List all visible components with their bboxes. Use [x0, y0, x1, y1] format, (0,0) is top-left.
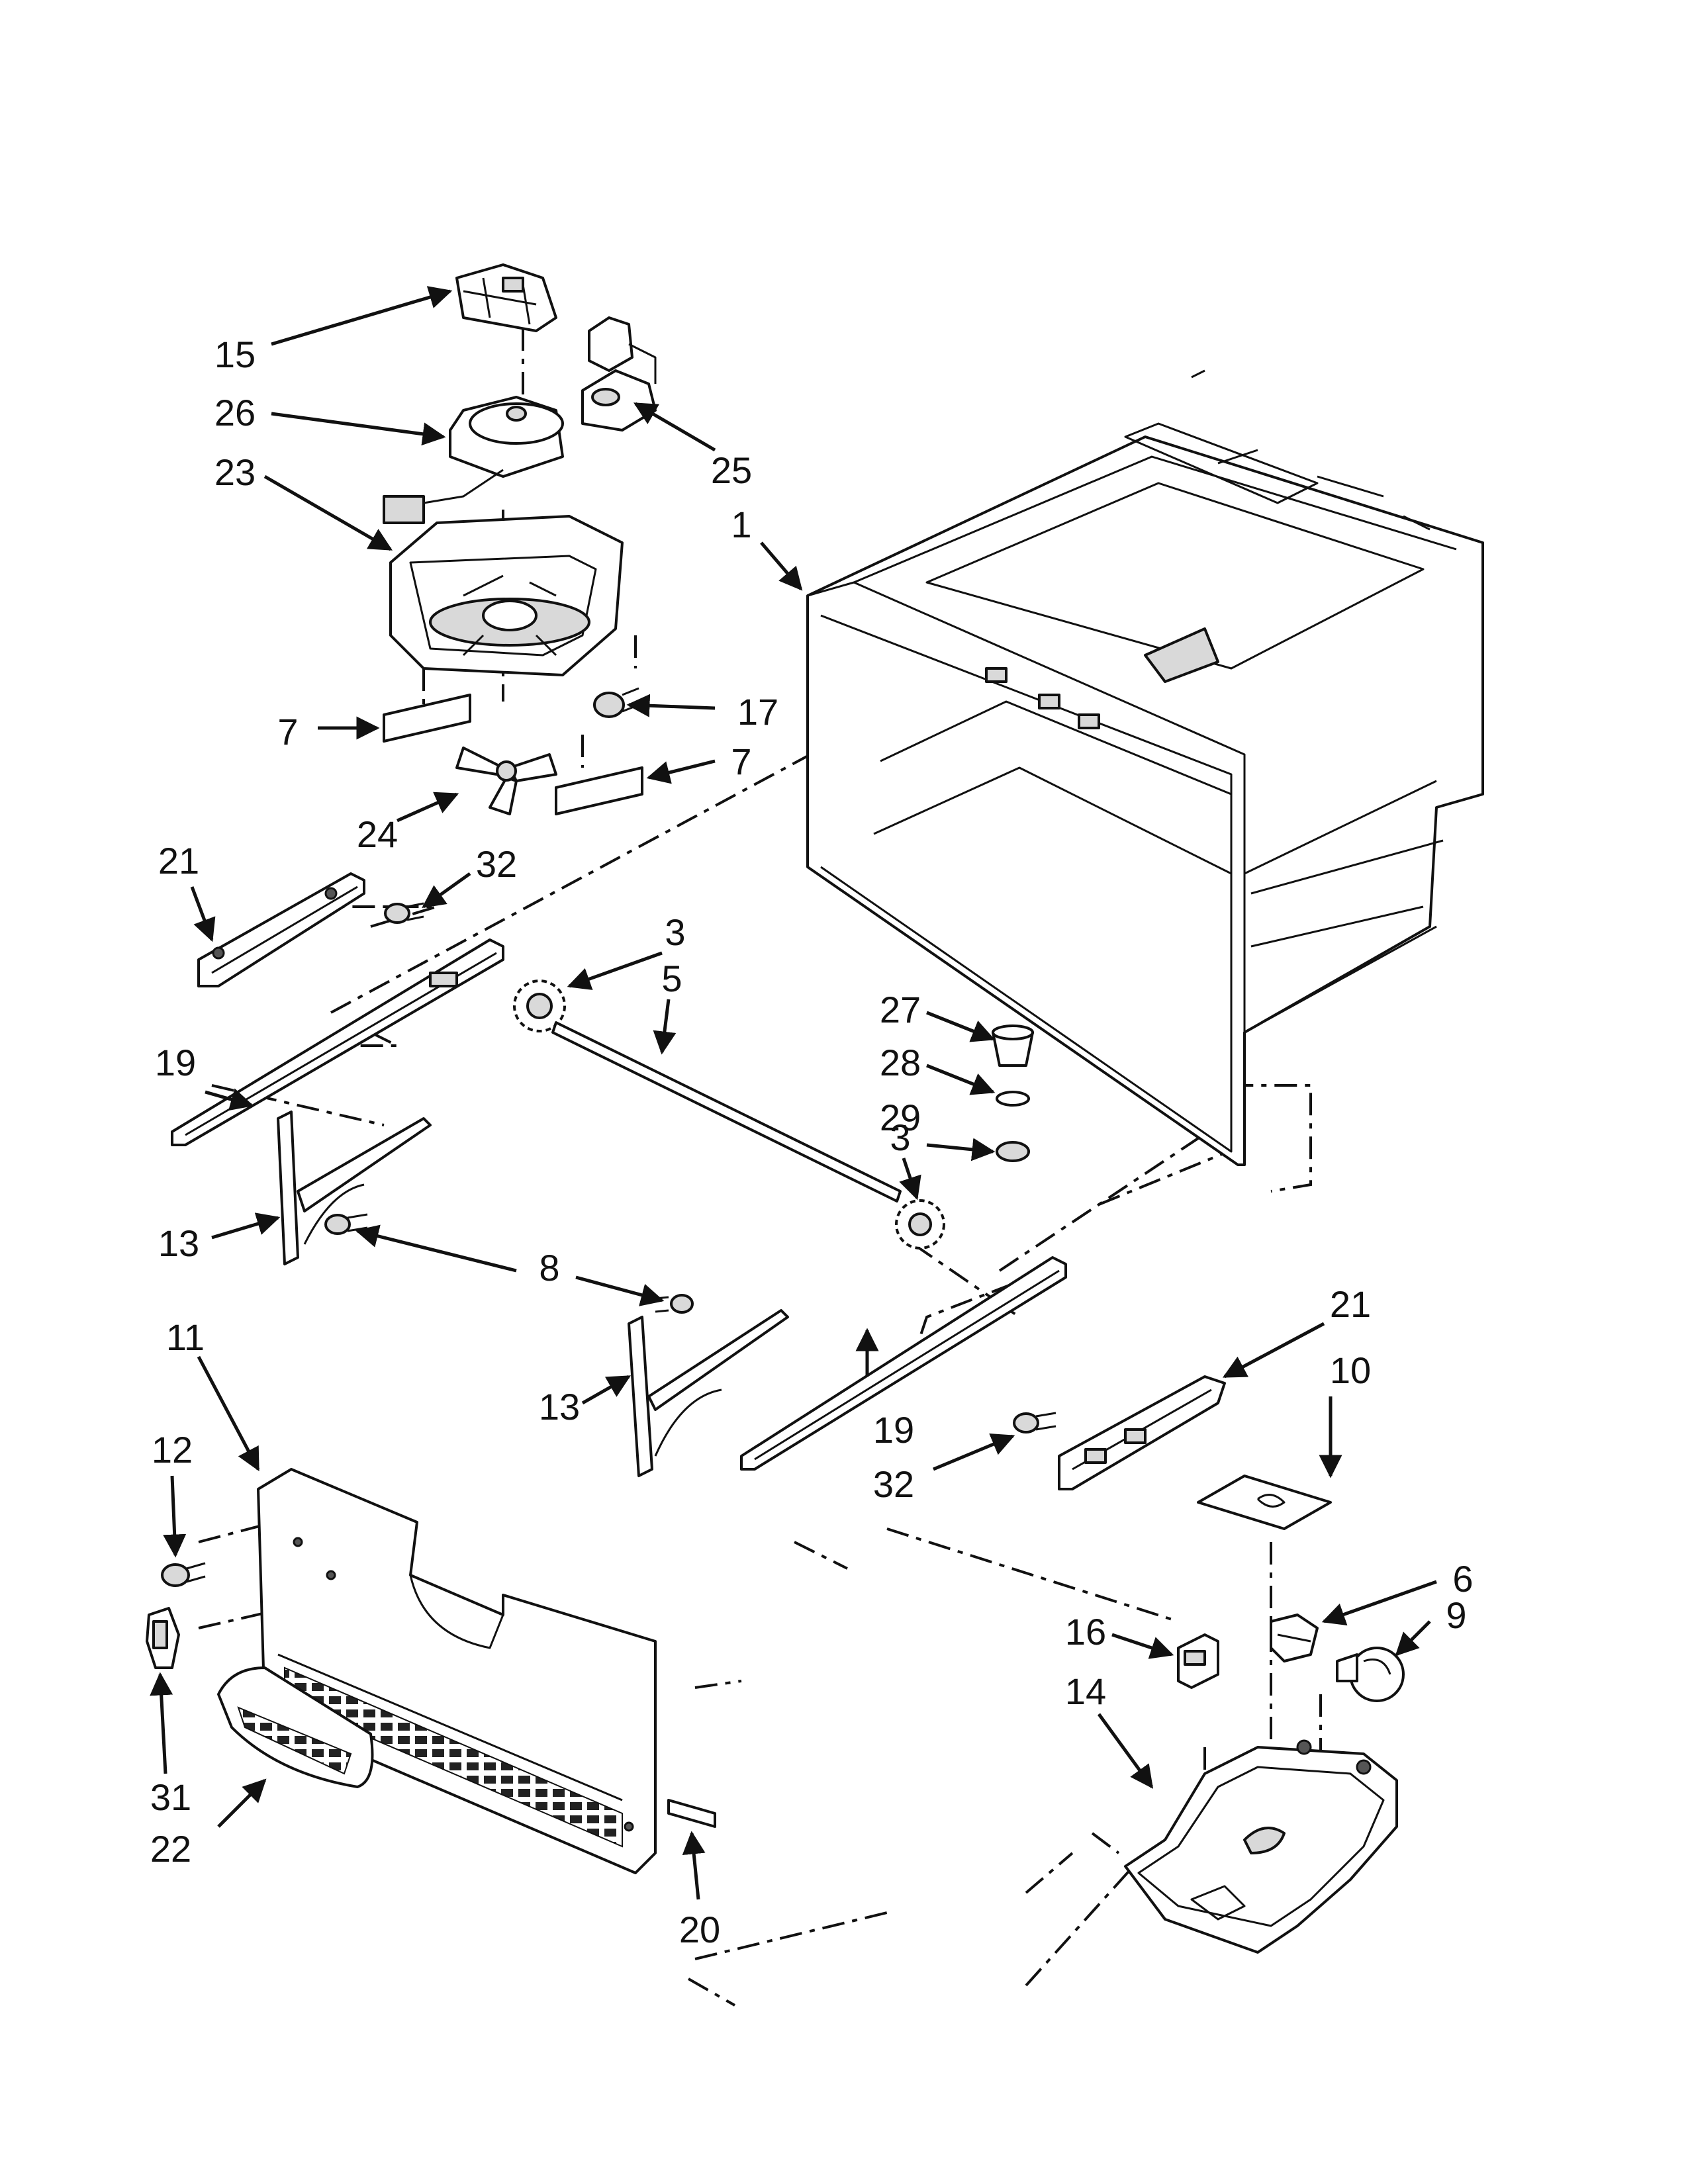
lower-panel-part: [257, 1468, 657, 1874]
stop-parts: [992, 1024, 1034, 1162]
callout-13-right: 13: [539, 1386, 580, 1428]
callout-15: 15: [214, 334, 256, 375]
top-bracket-part: [455, 263, 557, 332]
callout-labels: 15 26 23 25 1 17 7 7 24 21 32 3 5 19 27 …: [150, 334, 1474, 1950]
strip-20-part: [667, 1799, 716, 1828]
callout-8: 8: [539, 1247, 559, 1289]
lamp-socket-part: [1270, 1614, 1319, 1662]
callout-23: 23: [214, 451, 256, 493]
screw-17-part: [593, 687, 639, 718]
callout-5: 5: [661, 958, 682, 999]
callout-7-right: 7: [731, 741, 751, 782]
callout-28: 28: [880, 1042, 921, 1083]
callout-19-left: 19: [155, 1042, 196, 1083]
screw-32-part: [384, 902, 424, 924]
callout-32-left: 32: [476, 843, 517, 885]
callout-7-left: 7: [277, 711, 298, 752]
callout-21-left: 21: [158, 840, 199, 882]
callout-1: 1: [731, 504, 751, 545]
callout-17: 17: [737, 691, 778, 733]
clip-31-part: [146, 1607, 180, 1669]
slide-right-part: [1058, 1375, 1226, 1490]
screw-8-part: [324, 1213, 694, 1314]
grille-22-part: [217, 1666, 374, 1788]
pinion-gear-bottom-part: [895, 1199, 945, 1250]
callout-3-bottom: 3: [890, 1116, 910, 1158]
callout-22: 22: [150, 1828, 191, 1870]
callout-24: 24: [357, 813, 398, 855]
rail-right-part: [740, 1256, 1067, 1471]
foam-block-part: [383, 694, 643, 815]
fan-blade-part: [455, 747, 557, 815]
callout-29: 29: [880, 1097, 921, 1138]
fan-shroud-part: [389, 515, 624, 676]
callout-14: 14: [1065, 1670, 1106, 1712]
callout-12: 12: [152, 1429, 193, 1471]
callout-32-right: 32: [873, 1463, 914, 1505]
pinion-gear-top-part: [513, 979, 566, 1032]
callout-11: 11: [166, 1316, 205, 1358]
screw-32-right-part: [1013, 1412, 1056, 1433]
callout-26: 26: [214, 392, 256, 433]
callout-16: 16: [1065, 1611, 1106, 1653]
callout-25: 25: [711, 449, 752, 491]
callout-13-left: 13: [158, 1222, 199, 1264]
callout-3-top: 3: [665, 911, 685, 953]
callout-21-right: 21: [1330, 1283, 1371, 1325]
freezer-basket-part: [806, 369, 1484, 1166]
callout-31: 31: [150, 1776, 191, 1818]
leader-lines: [150, 286, 1437, 1900]
light-bulb-part: [1336, 1647, 1405, 1702]
light-shield-label-part: [1197, 1475, 1332, 1530]
damper-part: [581, 316, 657, 432]
bracket-right-part: [628, 1309, 789, 1477]
callout-9: 9: [1446, 1594, 1466, 1636]
switch-16-part: [1177, 1633, 1219, 1689]
bracket-left-part: [277, 1111, 432, 1265]
callout-6: 6: [1452, 1558, 1473, 1600]
shaft-part: [551, 1021, 902, 1203]
fan-motor-part: [383, 396, 564, 524]
callout-20: 20: [679, 1909, 720, 1950]
slide-left-part: [197, 872, 365, 987]
callout-10: 10: [1330, 1349, 1371, 1391]
screw-12-part: [161, 1562, 206, 1587]
callout-19-right: 19: [873, 1409, 914, 1451]
light-housing-part: [1124, 1739, 1398, 1954]
callout-27: 27: [880, 989, 921, 1030]
